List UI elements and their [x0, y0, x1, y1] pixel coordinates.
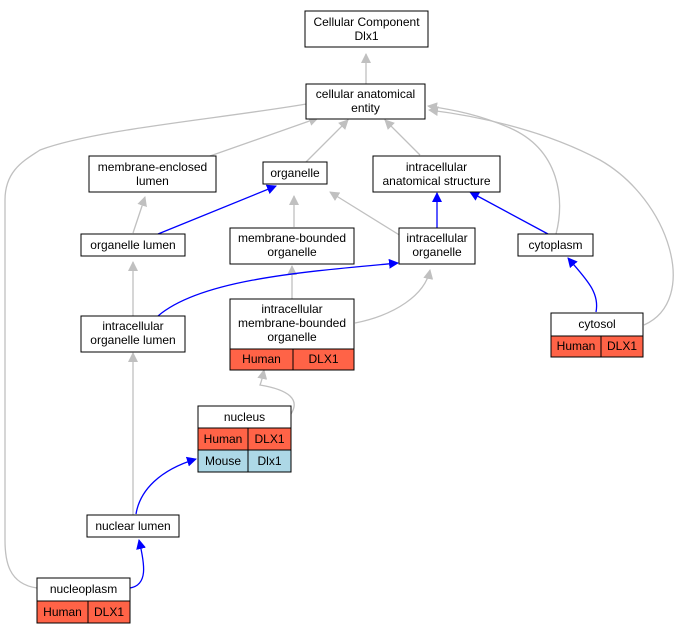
- node-membrane-bounded-organelle[interactable]: membrane-bounded organelle: [229, 227, 355, 265]
- node-box: [80, 233, 186, 257]
- edge-mel-to-cae: [209, 116, 319, 157]
- node-label-line2: organelle lumen: [90, 333, 175, 347]
- node-label-line1: intracellular: [102, 319, 163, 333]
- gene-cell-human: [292, 348, 355, 371]
- species-label: Mouse: [205, 454, 241, 468]
- node-label-line3: organelle: [267, 330, 317, 344]
- node-box: [372, 155, 501, 193]
- node-label-line1: intracellular: [406, 160, 467, 174]
- edge-cytoplasm-to-ias: [469, 191, 549, 235]
- gene-label: DLX1: [308, 352, 338, 366]
- node-root[interactable]: Cellular Component Dlx1: [304, 10, 429, 48]
- edges: [4, 53, 674, 589]
- node-label-line2: organelle: [412, 245, 462, 259]
- node-intracellular-organelle-lumen[interactable]: intracellular organelle lumen: [80, 315, 186, 353]
- node-label-line2: lumen: [136, 174, 169, 188]
- edge-ias-to-cae: [384, 119, 421, 156]
- gene-label: Dlx1: [257, 454, 281, 468]
- edge-io-to-organelle: [329, 191, 402, 237]
- node-label-line2: entity: [351, 101, 380, 115]
- node-box: [305, 83, 426, 120]
- gene-label: DLX1: [254, 432, 284, 446]
- node-label-line1: organelle: [270, 166, 320, 180]
- gene-cell-mouse: [247, 449, 292, 473]
- node-organelle[interactable]: organelle: [262, 161, 328, 185]
- node-membrane-enclosed-lumen[interactable]: membrane-enclosed lumen: [88, 155, 217, 193]
- node-label-line1: cytoplasm: [528, 238, 582, 252]
- species-label: Human: [43, 605, 82, 619]
- node-box: [86, 514, 180, 538]
- edge-imbo-to-io: [354, 269, 434, 324]
- edge-organelle-to-cae: [305, 119, 349, 163]
- node-label-line1: organelle lumen: [90, 238, 175, 252]
- node-nucleus[interactable]: nucleus Human DLX1 Mouse Dlx1: [197, 405, 292, 473]
- node-box: [88, 155, 217, 193]
- gene-label: DLX1: [94, 605, 124, 619]
- node-intracellular-anatomical-structure[interactable]: intracellular anatomical structure: [372, 155, 501, 193]
- node-label-line1: Cellular Component: [313, 15, 420, 29]
- node-box: [304, 10, 429, 48]
- node-intracellular-membrane-bounded-organelle[interactable]: intracellular membrane-bounded organelle…: [229, 298, 355, 371]
- edge-ol-to-organelle: [157, 184, 277, 235]
- node-box: [229, 227, 355, 265]
- node-nucleoplasm[interactable]: nucleoplasm Human DLX1: [36, 577, 131, 624]
- species-label: Human: [557, 339, 596, 353]
- node-label-line1: membrane-enclosed: [98, 160, 207, 174]
- gene-cell-human: [600, 335, 644, 358]
- edge-nucleus-to-imbo: [257, 369, 295, 415]
- node-label-line1: intracellular: [406, 231, 467, 245]
- node-box: [229, 298, 355, 350]
- node-label-line2: anatomical structure: [382, 174, 490, 188]
- gene-cell-human: [87, 600, 131, 624]
- edge-nl-to-nucleus: [135, 456, 197, 515]
- node-label-line1: nucleoplasm: [50, 582, 117, 596]
- node-label-line2: organelle: [267, 245, 317, 259]
- edge-nucleoplasm-to-nl: [129, 539, 146, 589]
- node-label-line2: Dlx1: [354, 29, 378, 43]
- node-intracellular-organelle[interactable]: intracellular organelle: [398, 227, 476, 265]
- node-label-line1: cytosol: [578, 317, 615, 331]
- node-cytosol[interactable]: cytosol Human DLX1: [550, 312, 644, 358]
- node-nuclear-lumen[interactable]: nuclear lumen: [86, 514, 180, 538]
- node-cellular-anatomical-entity[interactable]: cellular anatomical entity: [305, 83, 426, 120]
- edge-nucleoplasm-to-cae: [4, 98, 319, 589]
- node-box: [80, 315, 186, 353]
- node-label-line1: intracellular: [261, 302, 322, 316]
- species-label: Human: [204, 432, 243, 446]
- node-label-line1: nucleus: [224, 410, 265, 424]
- node-cytoplasm[interactable]: cytoplasm: [517, 233, 594, 257]
- node-label-line2: membrane-bounded: [238, 316, 346, 330]
- node-box: [517, 233, 594, 257]
- node-label-line1: nuclear lumen: [95, 519, 170, 533]
- edge-cytosol-to-cytoplasm: [567, 257, 598, 313]
- gene-label: DLX1: [607, 339, 637, 353]
- node-box: [262, 161, 328, 185]
- node-label-line1: membrane-bounded: [238, 231, 346, 245]
- species-label: Human: [242, 352, 281, 366]
- edge-cytosol-to-cae: [428, 106, 674, 326]
- edge-cytoplasm-to-cae: [427, 102, 561, 235]
- node-organelle-lumen[interactable]: organelle lumen: [80, 233, 186, 257]
- node-label-line1: cellular anatomical: [316, 87, 415, 101]
- edge-ol-to-mel: [132, 196, 147, 234]
- node-box: [398, 227, 476, 265]
- edge-iol-to-io: [157, 258, 399, 317]
